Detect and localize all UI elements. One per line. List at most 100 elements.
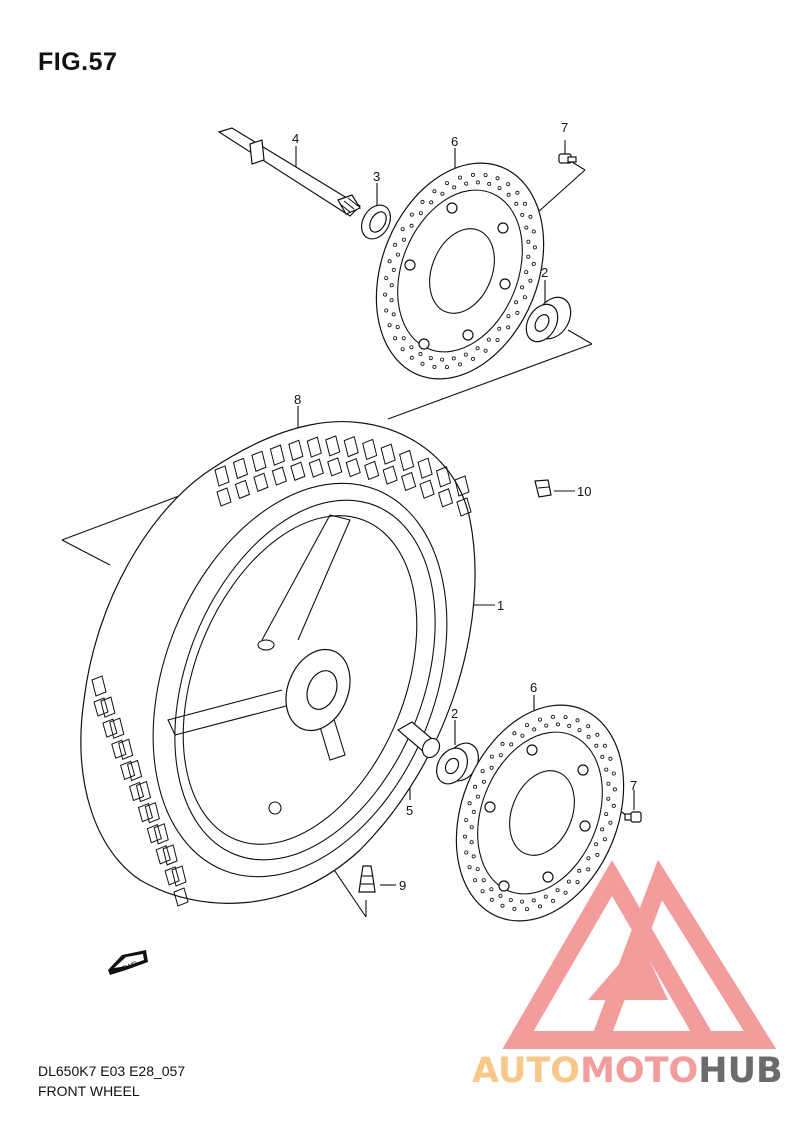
vent-hole (509, 742, 514, 747)
vent-hole (395, 252, 400, 257)
vent-hole (604, 767, 609, 772)
part-disc-bolt-upper (558, 153, 577, 164)
vent-hole (608, 756, 613, 761)
callout-8: 8 (294, 392, 301, 407)
vent-hole (393, 336, 398, 341)
vent-hole (522, 201, 527, 206)
tread-block (144, 801, 160, 824)
vent-hole (526, 239, 531, 244)
svg-text:AUTOMOTOHUB: AUTOMOTOHUB (472, 1051, 783, 1091)
section-name: FRONT WHEEL (38, 1083, 140, 1099)
vent-hole (391, 267, 396, 272)
vent-hole (566, 879, 571, 884)
vent-hole (444, 365, 449, 370)
vent-hole (577, 868, 582, 873)
vent-hole (602, 743, 607, 748)
vent-hole (463, 834, 468, 839)
vent-hole (555, 722, 560, 727)
vent-hole (483, 348, 488, 353)
vent-hole (522, 295, 527, 300)
vent-hole (611, 771, 616, 776)
tread-block (417, 457, 433, 479)
vent-hole (464, 818, 469, 823)
vent-hole (401, 336, 406, 341)
vent-hole (611, 803, 616, 808)
vent-hole (506, 182, 511, 187)
vent-hole (418, 351, 423, 356)
tread-block (216, 487, 232, 507)
vent-hole (526, 254, 531, 259)
vent-hole (471, 854, 476, 859)
vent-hole (512, 731, 517, 736)
part-axle (217, 127, 361, 217)
figure-title: FIG.57 (38, 48, 118, 76)
part-brake-disc-lower (455, 704, 625, 922)
vent-hole (387, 323, 392, 328)
tread-block (399, 449, 415, 472)
vent-hole (464, 181, 469, 186)
vent-hole (473, 878, 478, 883)
vent-hole (480, 889, 485, 894)
vent-hole (429, 200, 434, 205)
tread-block (111, 739, 127, 759)
vent-hole (586, 856, 591, 861)
vent-hole (506, 325, 511, 330)
tread-block (401, 471, 417, 492)
tread-block (343, 435, 359, 458)
tread-block (109, 717, 125, 739)
vent-hole (524, 270, 529, 275)
tread-block (126, 759, 143, 782)
vent-hole (531, 261, 536, 266)
vent-hole (469, 840, 474, 845)
tread-block (435, 466, 452, 488)
vent-hole (489, 887, 494, 892)
vent-hole (500, 741, 505, 746)
vent-hole (497, 186, 502, 191)
vent-hole (395, 325, 400, 330)
tread-block (253, 472, 269, 492)
callout-2-upper: 2 (541, 265, 548, 280)
vent-hole (409, 223, 414, 228)
vent-hole (487, 181, 492, 186)
vent-hole (481, 878, 486, 883)
tread-block (271, 466, 287, 486)
vent-hole (498, 753, 503, 758)
vent-hole (444, 181, 449, 186)
tread-block (100, 696, 116, 718)
callout-7-upper: 7 (561, 120, 568, 135)
tread-block (91, 675, 107, 697)
vent-hole (463, 352, 468, 357)
vent-hole (544, 723, 549, 728)
tread-block (345, 457, 361, 478)
vent-hole (483, 173, 488, 178)
tread-block (437, 488, 454, 508)
vent-hole (457, 362, 462, 367)
tread-block (380, 443, 396, 465)
vent-hole (520, 899, 525, 904)
vent-hole (467, 801, 472, 806)
vent-hole (498, 893, 503, 898)
vent-hole (432, 189, 437, 194)
vent-hole (514, 201, 519, 206)
callout-6-upper: 6 (451, 134, 458, 149)
vent-hole (506, 314, 511, 319)
vent-hole (520, 285, 525, 290)
tread-block (102, 718, 118, 738)
tread-block (153, 823, 169, 845)
tread-block (128, 781, 145, 802)
tread-block (456, 497, 472, 517)
part-bearing-upper (525, 296, 572, 343)
callout-2-lower: 2 (451, 706, 458, 721)
tread-block (146, 823, 162, 844)
tread-block (164, 866, 180, 886)
vent-hole (409, 212, 414, 217)
vent-hole (515, 310, 520, 315)
vent-hole (420, 199, 425, 204)
tread-block (135, 780, 152, 803)
vent-hole (495, 338, 500, 343)
callout-labels: 4 6 7 3 2 8 10 1 6 2 7 5 9 (292, 120, 637, 893)
vent-hole (489, 754, 494, 759)
part-balancer (534, 479, 552, 498)
vent-hole (473, 784, 478, 789)
